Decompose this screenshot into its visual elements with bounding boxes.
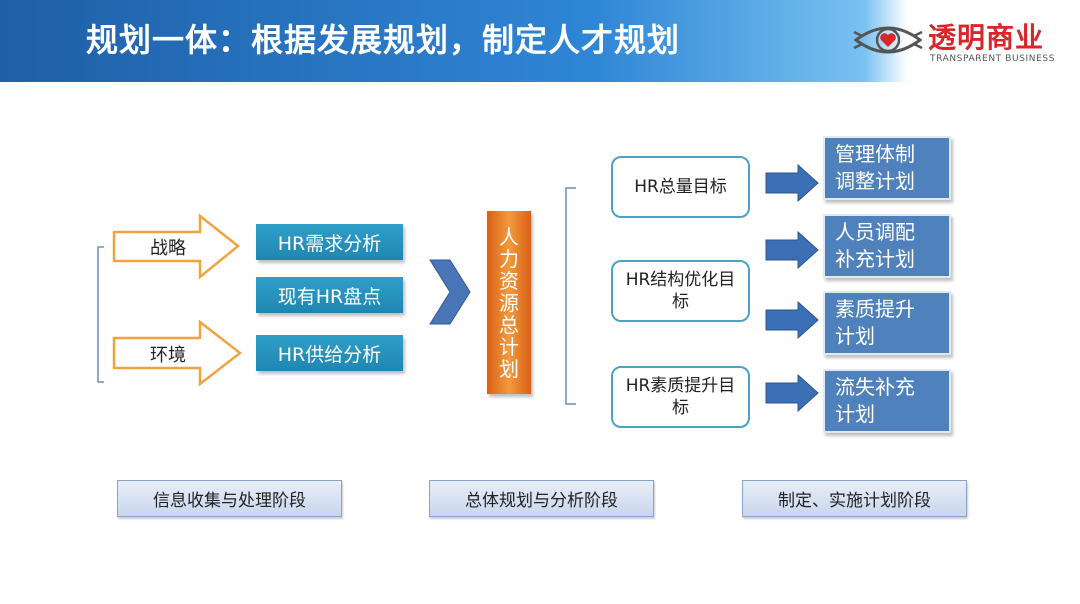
master-plan-char: 资 (499, 268, 519, 293)
hr-demand-analysis: HR需求分析 (256, 224, 403, 260)
hr-inventory: 现有HR盘点 (256, 277, 403, 313)
strategy-arrow (112, 213, 240, 280)
plan-line: 计划 (835, 324, 875, 348)
middle-bracket (565, 187, 576, 405)
plan-staff-allocation: 人员调配补充计划 (823, 214, 951, 278)
chevron-right-icon (429, 259, 471, 325)
plan-line: 补充计划 (835, 247, 915, 271)
target-hr-structure: HR结构优化目标 (611, 260, 750, 322)
hr-master-plan: 人 力 资 源 总 计 划 (487, 211, 531, 394)
target-hr-quality: HR素质提升目标 (611, 366, 750, 428)
environment-arrow (112, 319, 243, 387)
input-environment: 环境 (150, 345, 186, 366)
arrow-right-icon (765, 300, 819, 340)
master-plan-char: 力 (499, 246, 519, 271)
arrow-right-icon (765, 163, 819, 203)
connectors-layer (97, 163, 819, 413)
left-bracket (97, 246, 104, 383)
master-plan-char: 源 (499, 290, 519, 315)
stage-info-collection: 信息收集与处理阶段 (117, 480, 342, 517)
plan-management-system: 管理体制调整计划 (823, 136, 951, 200)
logo-sub-text: TRANSPARENT BUSINESS (930, 54, 1056, 64)
logo: 透明商业 TRANSPARENT BUSINESS (852, 18, 1064, 68)
plan-line: 人员调配 (835, 220, 915, 244)
arrow-right-icon (765, 230, 819, 270)
plan-attrition-replenish: 流失补充计划 (823, 369, 951, 433)
input-strategy: 战略 (150, 238, 186, 259)
plan-line: 调整计划 (835, 169, 915, 193)
hr-supply-analysis: HR供给分析 (256, 335, 403, 371)
stage-plan-implementation: 制定、实施计划阶段 (742, 480, 967, 517)
plan-line: 计划 (835, 402, 875, 426)
stage-overall-planning: 总体规划与分析阶段 (429, 480, 654, 517)
plan-quality-improvement: 素质提升计划 (823, 291, 951, 355)
master-plan-char: 人 (499, 224, 519, 249)
page-title: 规划一体：根据发展规划，制定人才规划 (86, 21, 681, 59)
plan-line: 管理体制 (835, 142, 915, 166)
plan-line: 流失补充 (835, 375, 915, 399)
plan-line: 素质提升 (835, 297, 915, 321)
logo-main-text: 透明商业 (928, 21, 1045, 54)
master-plan-char: 划 (499, 356, 519, 381)
target-hr-total: HR总量目标 (611, 156, 750, 218)
eye-heart-icon (853, 26, 923, 54)
master-plan-char: 总 (499, 312, 519, 337)
header-bar: 规划一体：根据发展规划，制定人才规划 透明商业 TRANSPARENT BUSI… (0, 0, 1080, 82)
arrow-right-icon (765, 373, 819, 413)
planning-diagram: 战略 环境 HR需求分析 现有HR盘点 HR供给分析 人 力 资 源 总 计 划… (0, 82, 1080, 604)
master-plan-char: 计 (499, 334, 519, 359)
